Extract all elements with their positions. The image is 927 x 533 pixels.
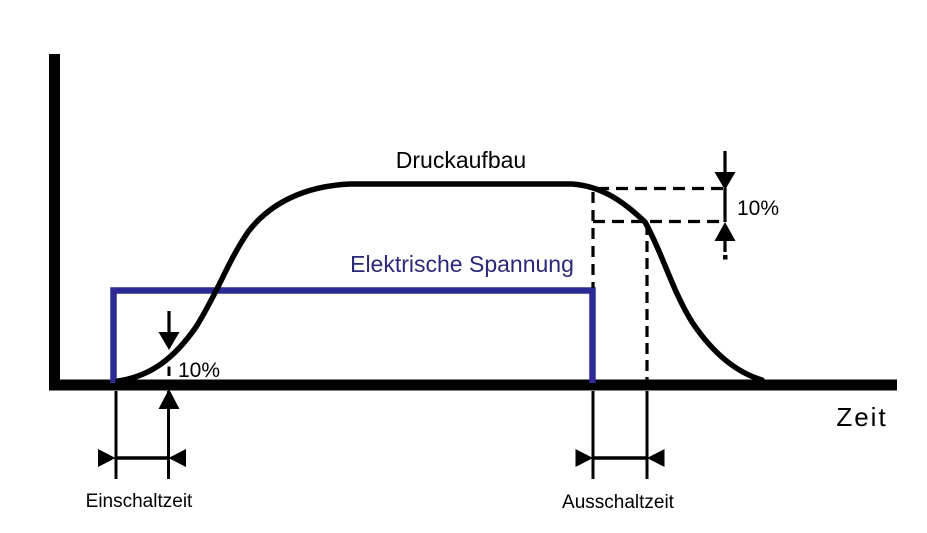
arrow-down-icon — [714, 172, 736, 190]
fall-tolerance-dimension: 10% — [714, 151, 779, 260]
switch-off-time-dimension: Ausschaltzeit — [562, 391, 675, 513]
arrow-right-icon — [98, 449, 116, 467]
x-axis-label: Zeit — [836, 402, 887, 432]
arrow-left-icon — [168, 449, 186, 467]
fall-tolerance-guides — [591, 186, 725, 381]
rise-tolerance-label: 10% — [178, 359, 220, 382]
fall-dim-dot — [723, 255, 728, 260]
pressure-curve — [115, 181, 765, 384]
voltage-curve-label: Elektrische Spannung — [350, 251, 574, 277]
arrow-right-icon — [575, 449, 593, 467]
arrow-up-icon — [714, 222, 736, 241]
axes — [49, 54, 897, 391]
switch-off-time-label: Ausschaltzeit — [562, 492, 675, 513]
arrow-left-icon — [647, 449, 665, 467]
arrow-down-icon — [158, 332, 180, 350]
fall-tolerance-label: 10% — [737, 197, 779, 220]
switch-on-time-dimension: Einschaltzeit — [86, 391, 193, 512]
switch-on-time-label: Einschaltzeit — [86, 491, 193, 512]
voltage-pulse-curve — [110, 287, 596, 383]
pressure-curve-label: Druckaufbau — [396, 147, 526, 173]
